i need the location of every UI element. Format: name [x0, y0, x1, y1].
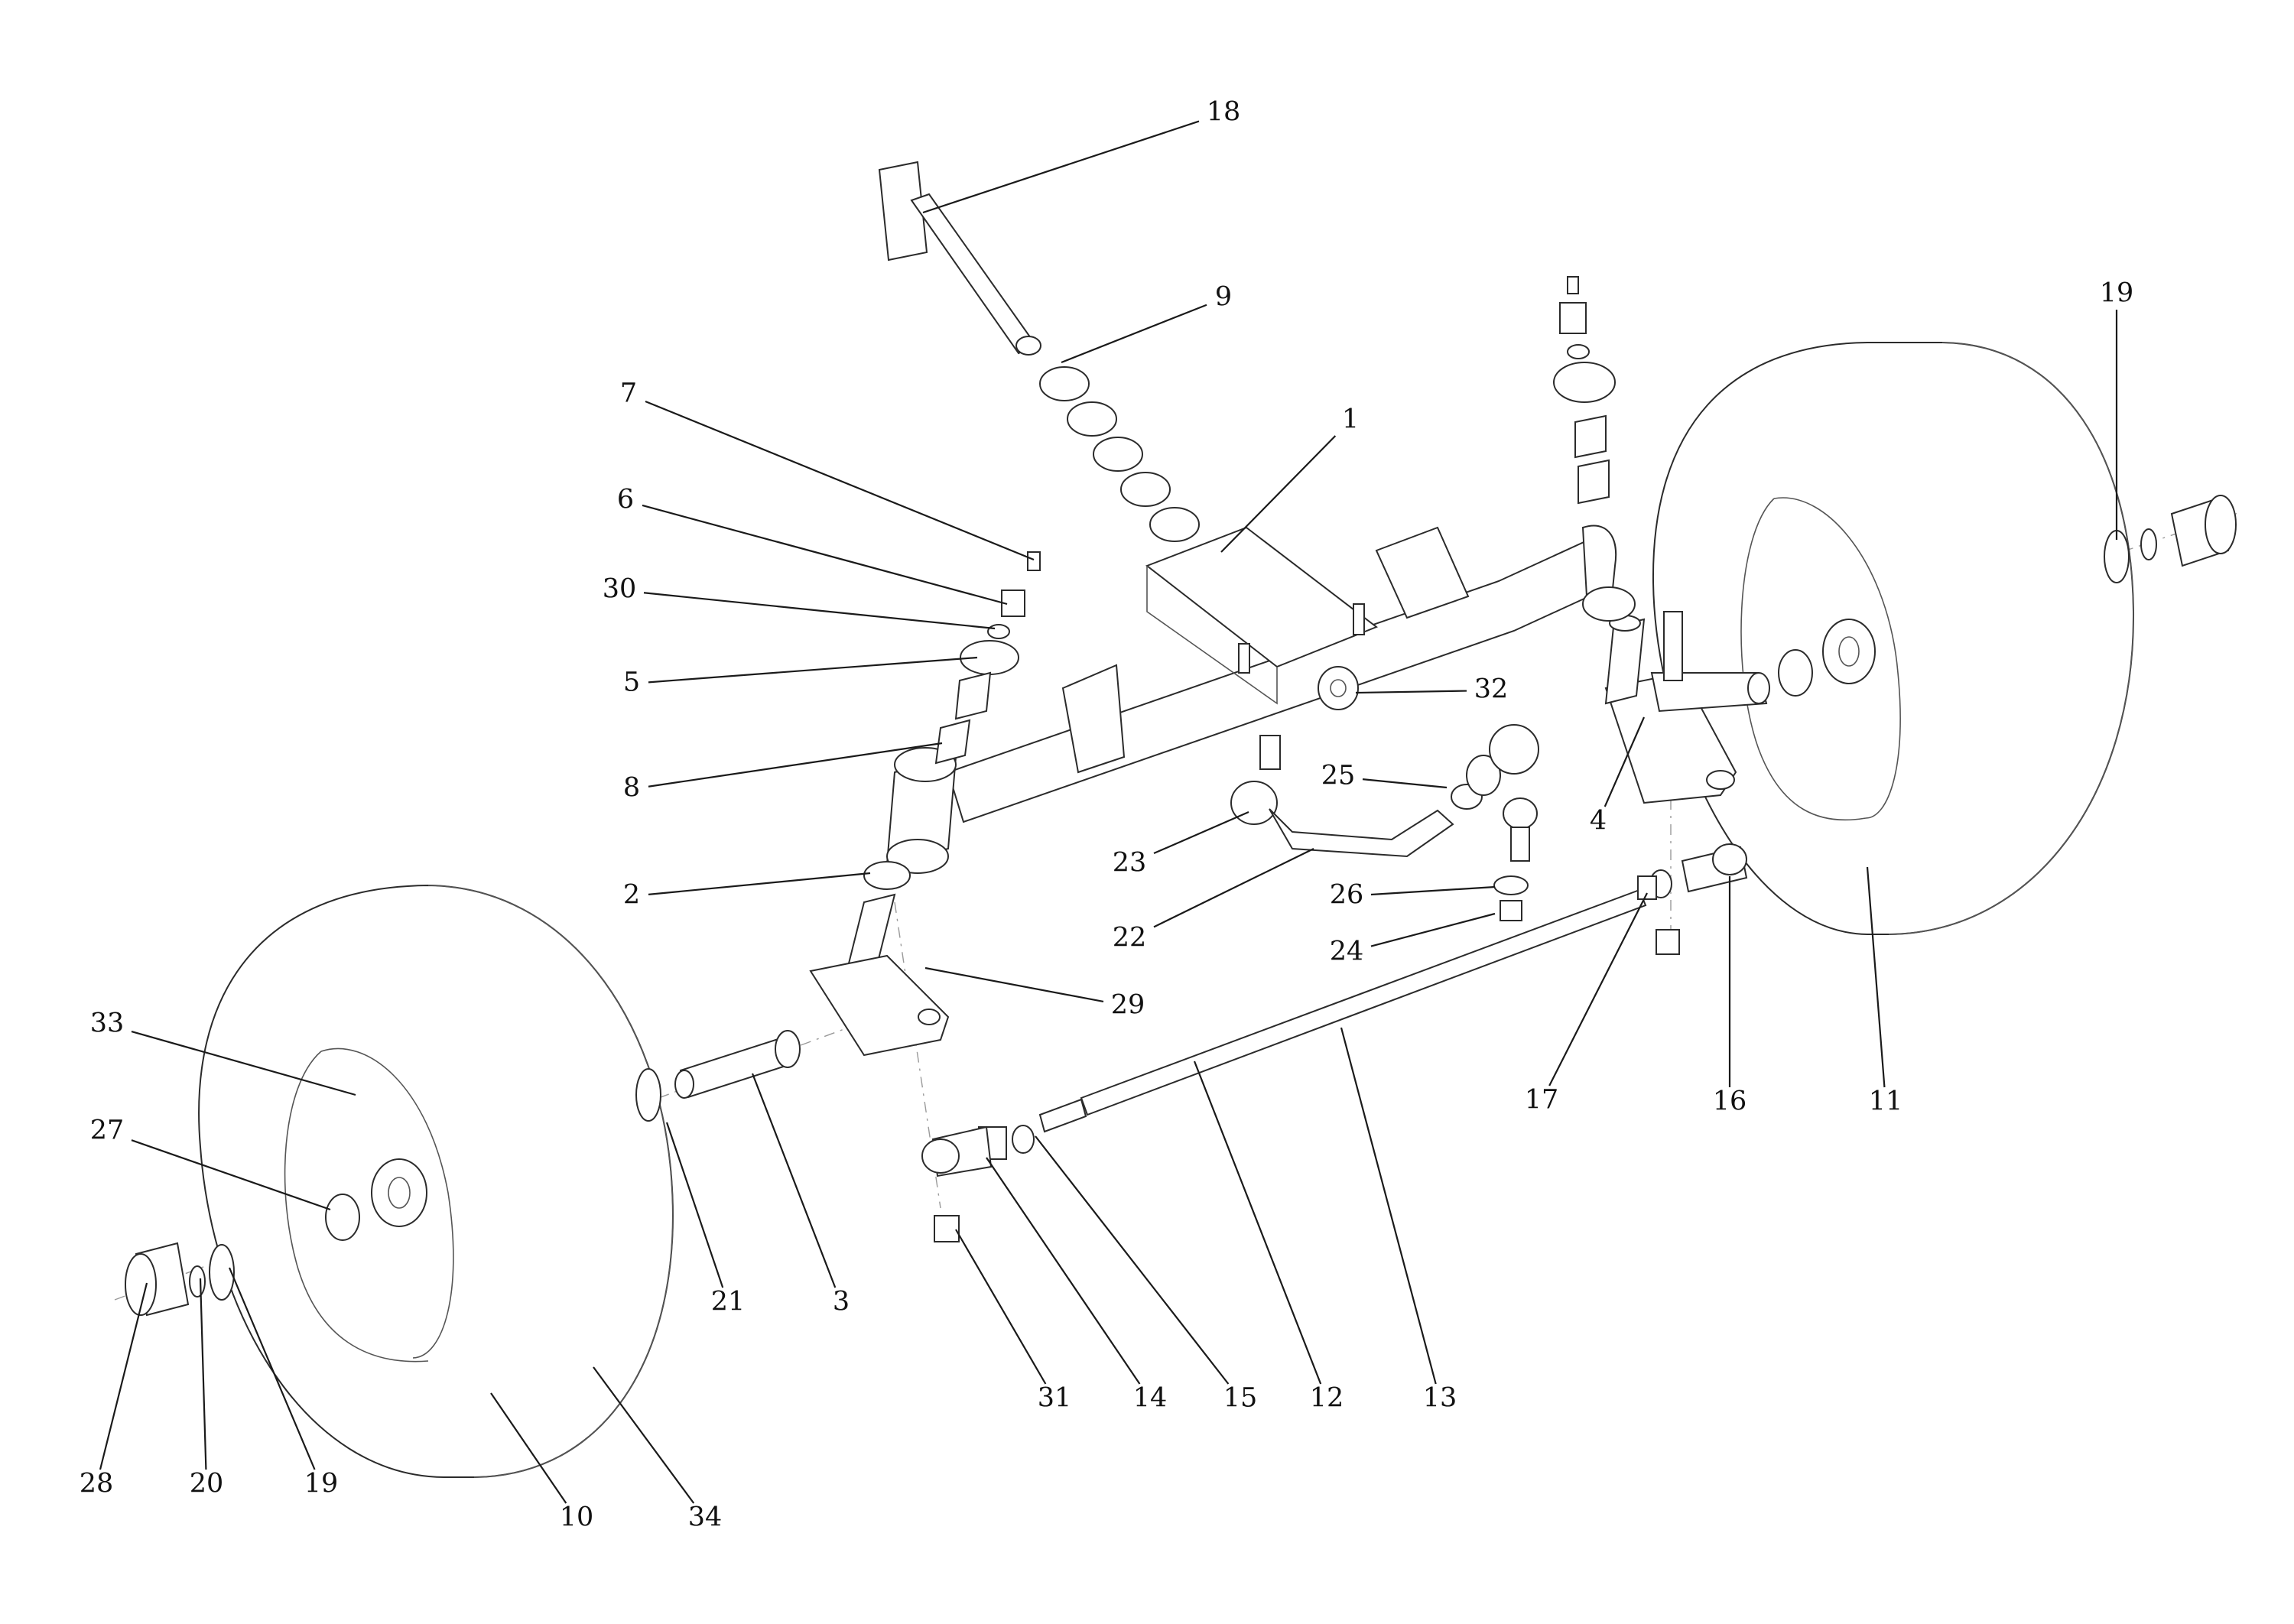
- right-stub-axle: [1604, 615, 1770, 804]
- right-wheel: [1652, 342, 2135, 935]
- leader-line-c23: [1153, 810, 1249, 855]
- callout-label-c1: 1: [1342, 404, 1359, 435]
- leader-line-c26: [1370, 885, 1496, 896]
- callout-label-c7: 7: [620, 378, 637, 409]
- callout-label-c18: 18: [1207, 97, 1241, 128]
- callout-label-c12: 12: [1310, 1383, 1344, 1414]
- callout-label-c27: 27: [90, 1116, 125, 1146]
- leader-line-c4: [1604, 716, 1646, 807]
- callout-label-c15: 15: [1223, 1383, 1258, 1414]
- leader-line-c27: [131, 1139, 331, 1211]
- callout-label-c4: 4: [1590, 806, 1607, 836]
- leader-line-c20: [199, 1278, 207, 1470]
- callout-label-c17: 17: [1525, 1085, 1559, 1116]
- leader-line-c9: [1061, 304, 1207, 364]
- callout-label-c30: 30: [603, 574, 637, 605]
- callout-label-c25: 25: [1321, 761, 1356, 791]
- leader-line-c10: [490, 1392, 567, 1504]
- callout-label-c19a: 19: [2100, 278, 2134, 309]
- right-kingpin-hardware: [1553, 276, 1683, 681]
- assembly-artwork: [114, 161, 2241, 1478]
- leader-line-c12: [1193, 1060, 1322, 1385]
- callout-label-c31: 31: [1038, 1383, 1072, 1414]
- callout-label-c23: 23: [1113, 848, 1147, 879]
- callout-label-c32: 32: [1474, 674, 1509, 705]
- callout-label-c20: 20: [190, 1469, 224, 1499]
- callout-label-c21: 21: [711, 1287, 746, 1317]
- leader-line-c5: [648, 656, 978, 684]
- leader-line-c22: [1153, 848, 1314, 928]
- leader-line-c14: [986, 1157, 1141, 1385]
- callout-label-c34: 34: [688, 1502, 723, 1533]
- left-stub-axle: [674, 893, 950, 1099]
- left-wheel: [198, 884, 674, 1478]
- leader-line-c30: [643, 592, 996, 630]
- leader-line-c8: [648, 742, 943, 788]
- callout-label-c26: 26: [1330, 880, 1364, 911]
- callout-label-c22: 22: [1113, 923, 1147, 953]
- right-hub-hardware: [2104, 495, 2237, 583]
- callout-label-c5: 5: [623, 667, 640, 698]
- pivot-pin: [878, 161, 1041, 356]
- leader-line-c19b: [228, 1267, 316, 1470]
- leader-line-c3: [751, 1073, 837, 1288]
- leader-line-c18: [922, 120, 1200, 214]
- leader-line-c15: [1035, 1135, 1230, 1385]
- callout-label-c29: 29: [1111, 990, 1145, 1021]
- leader-line-c28: [99, 1282, 148, 1470]
- leader-line-c21: [665, 1122, 724, 1288]
- leader-line-c2: [648, 872, 871, 895]
- callout-label-c9: 9: [1215, 282, 1232, 313]
- leader-line-c11: [1866, 866, 1886, 1088]
- callout-label-c6: 6: [617, 485, 634, 515]
- leader-line-c6: [642, 504, 1008, 606]
- callout-label-c28: 28: [80, 1469, 114, 1499]
- callout-label-c24: 24: [1330, 937, 1364, 967]
- tie-rod: [921, 843, 1748, 1242]
- leader-line-c1: [1220, 435, 1337, 553]
- leader-line-c32: [1355, 690, 1467, 694]
- leader-line-c25: [1362, 778, 1448, 789]
- leader-line-c29: [924, 966, 1104, 1003]
- leader-line-c13: [1340, 1027, 1437, 1385]
- leader-line-c17: [1548, 892, 1648, 1086]
- drag-link: [1230, 724, 1539, 921]
- axle-beam: [947, 525, 1617, 823]
- callout-label-c8: 8: [623, 773, 640, 804]
- callout-label-c14: 14: [1133, 1383, 1168, 1414]
- callout-label-c16: 16: [1713, 1086, 1747, 1117]
- leader-lines: [99, 120, 2118, 1504]
- callout-label-c13: 13: [1423, 1383, 1457, 1414]
- callout-label-c19b: 19: [304, 1469, 339, 1499]
- callout-label-c3: 3: [833, 1287, 850, 1317]
- leader-line-c7: [645, 400, 1035, 561]
- callout-label-c2: 2: [623, 880, 640, 911]
- callout-label-c10: 10: [560, 1502, 594, 1533]
- leader-line-c33: [131, 1031, 356, 1096]
- leader-line-c24: [1370, 912, 1496, 947]
- left-kingpin-sleeve: [885, 747, 957, 874]
- callout-label-c33: 33: [90, 1009, 125, 1039]
- leader-line-c31: [955, 1229, 1047, 1385]
- left-kingpin-hardware: [863, 551, 1041, 890]
- pivot-bushes: [1039, 366, 1200, 542]
- callout-label-c11: 11: [1869, 1086, 1903, 1117]
- leader-line-c34: [593, 1366, 695, 1504]
